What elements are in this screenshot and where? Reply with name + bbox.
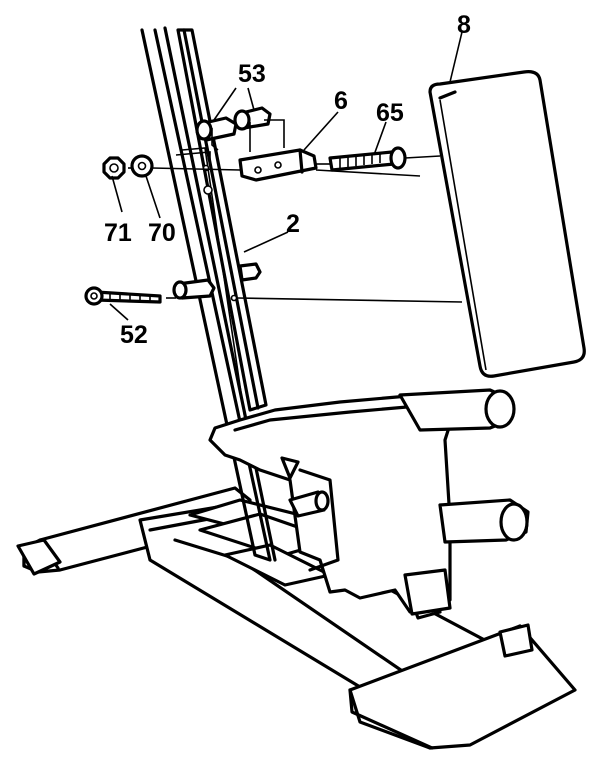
label-part-71: 71 [104, 219, 132, 247]
label-part-8: 8 [457, 11, 471, 39]
part-52-pin [84, 286, 162, 306]
part-71-nut [102, 156, 126, 180]
part-6-bracket [238, 148, 318, 182]
label-part-70: 70 [148, 219, 176, 247]
upright-bushing-mid [238, 262, 262, 282]
base-left-foot [16, 538, 62, 576]
support-triangle-cutout [280, 456, 300, 480]
base-frame [16, 486, 577, 750]
label-part-2: 2 [286, 210, 300, 238]
seat-support-casting [208, 388, 530, 616]
label-part-53: 53 [238, 60, 266, 88]
bracket-6-plate [238, 148, 318, 182]
label-part-65: 65 [376, 99, 404, 127]
bolt-65-head [389, 146, 407, 170]
assembly-lines [128, 119, 463, 303]
leader-lines [109, 31, 463, 321]
part-65-bolt [328, 146, 407, 172]
label-part-52: 52 [120, 321, 148, 349]
roller-end-lower [499, 502, 529, 542]
part-53-bushings [195, 106, 272, 142]
pin-52-head [84, 286, 104, 306]
nut-71 [102, 156, 126, 180]
washer-70 [130, 154, 154, 178]
upright-hole-2 [203, 185, 213, 195]
roller-end-upper [484, 389, 516, 429]
part-70-washer [130, 154, 154, 178]
back-pad-8 [428, 70, 586, 378]
label-part-6: 6 [334, 87, 348, 115]
back-pad-outer [428, 70, 586, 378]
upright-hole-3 [230, 294, 238, 302]
